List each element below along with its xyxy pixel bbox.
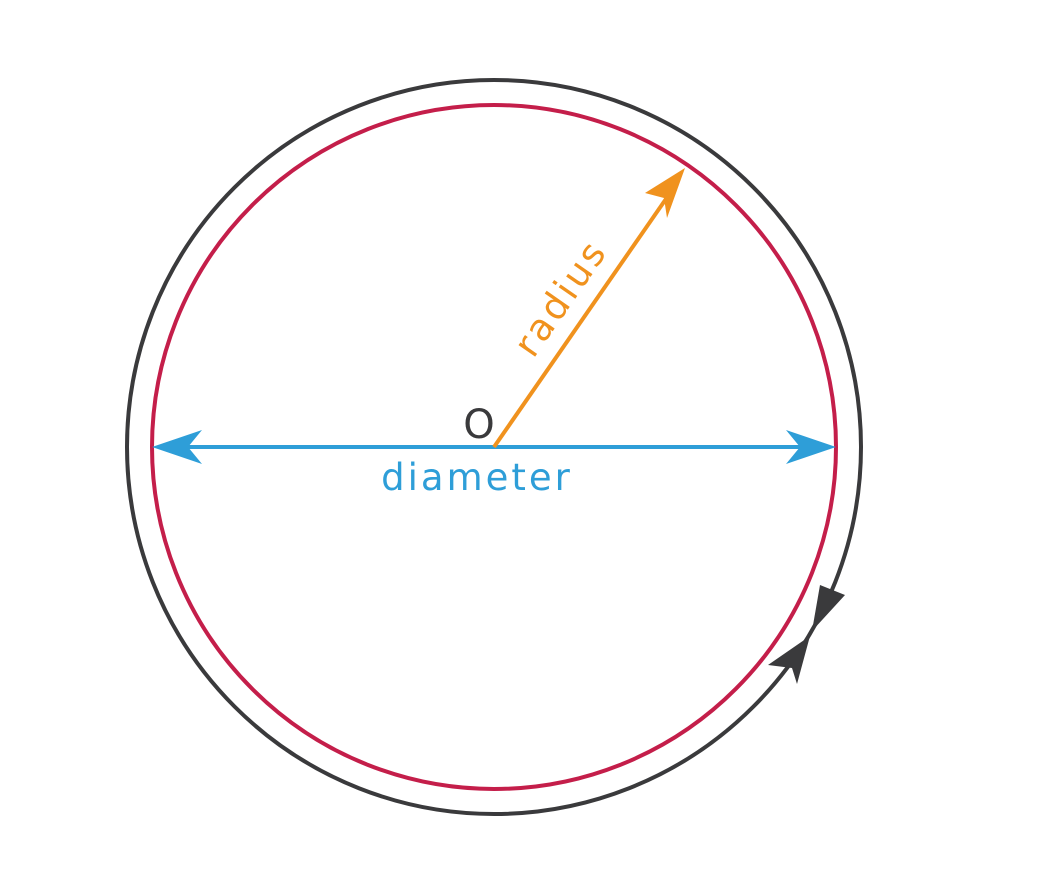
center-label: O	[463, 402, 494, 448]
diameter-arrow-left-icon	[152, 430, 202, 464]
circumference-arrow-up-icon	[768, 636, 810, 684]
diameter-arrow-right-icon	[786, 430, 836, 464]
outer-circle	[125, 78, 863, 816]
radius-line	[492, 194, 670, 449]
diameter-label: diameter	[381, 456, 573, 499]
radius-arrow-icon	[645, 168, 685, 218]
circumference-arrow-down-icon	[812, 585, 845, 631]
